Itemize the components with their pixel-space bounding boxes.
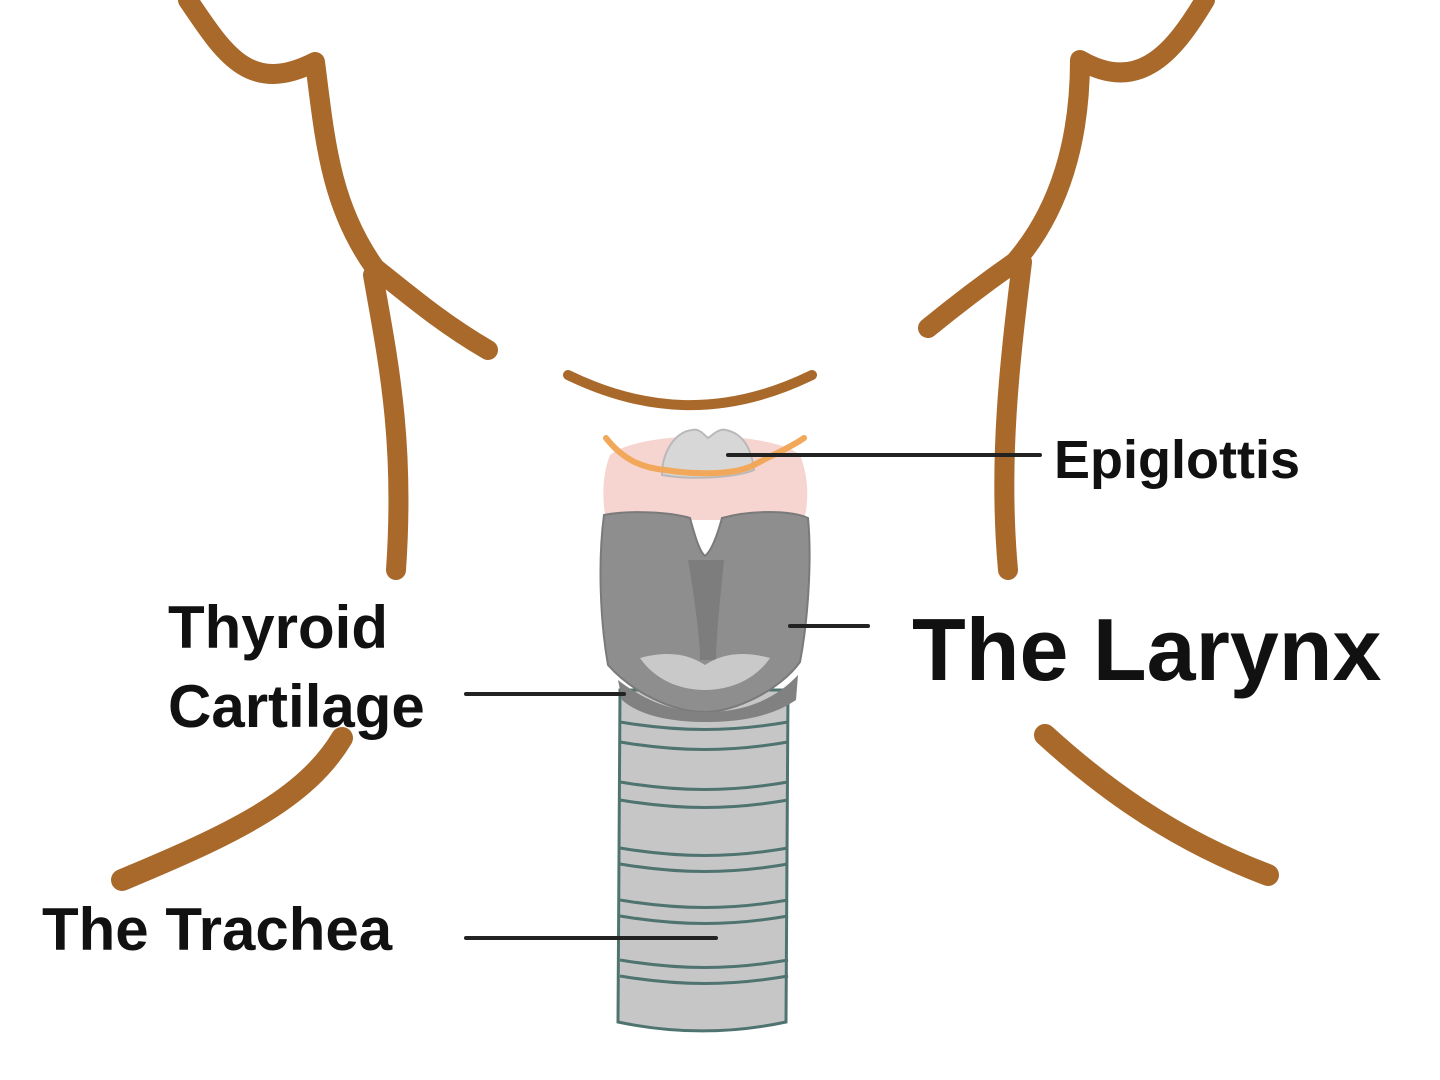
chin-outline <box>563 370 817 411</box>
trachea-ring <box>619 914 789 925</box>
left-jaw-outline <box>178 0 498 360</box>
trachea-ring <box>619 720 789 731</box>
right-shoulder-outline <box>1034 724 1279 886</box>
trachea-ring <box>619 862 789 873</box>
trachea-ring <box>619 846 789 857</box>
right-jaw-outline <box>918 0 1215 338</box>
left-shoulder-outline <box>111 727 353 891</box>
trachea-ring <box>619 798 789 809</box>
trachea-ring <box>619 898 789 909</box>
leader-lines <box>464 453 1042 940</box>
left-neck-outline <box>363 265 409 580</box>
thyroid-label-line-2: Cartilage <box>168 673 425 741</box>
right-neck-outline <box>994 252 1032 580</box>
larynx-label: The Larynx <box>912 600 1382 699</box>
thyroid-cartilage-label: Thyroid Cartilage <box>168 588 425 746</box>
epiglottis-label: Epiglottis <box>1054 430 1300 490</box>
trachea <box>616 688 790 1033</box>
trachea-label: The Trachea <box>42 896 393 963</box>
thyroid-lower-band <box>618 675 798 722</box>
trachea-rings <box>619 720 789 985</box>
thyroid-label-line-1: Thyroid <box>168 594 388 661</box>
cricoid-arch <box>640 654 770 690</box>
thyroid-notch <box>688 560 724 660</box>
trachea-ring <box>619 740 789 751</box>
epiglottis-shape <box>660 428 756 479</box>
trachea-tube <box>616 688 790 1033</box>
trachea-ring <box>619 974 789 985</box>
trachea-ring <box>619 958 789 969</box>
trachea-ring <box>619 780 789 791</box>
